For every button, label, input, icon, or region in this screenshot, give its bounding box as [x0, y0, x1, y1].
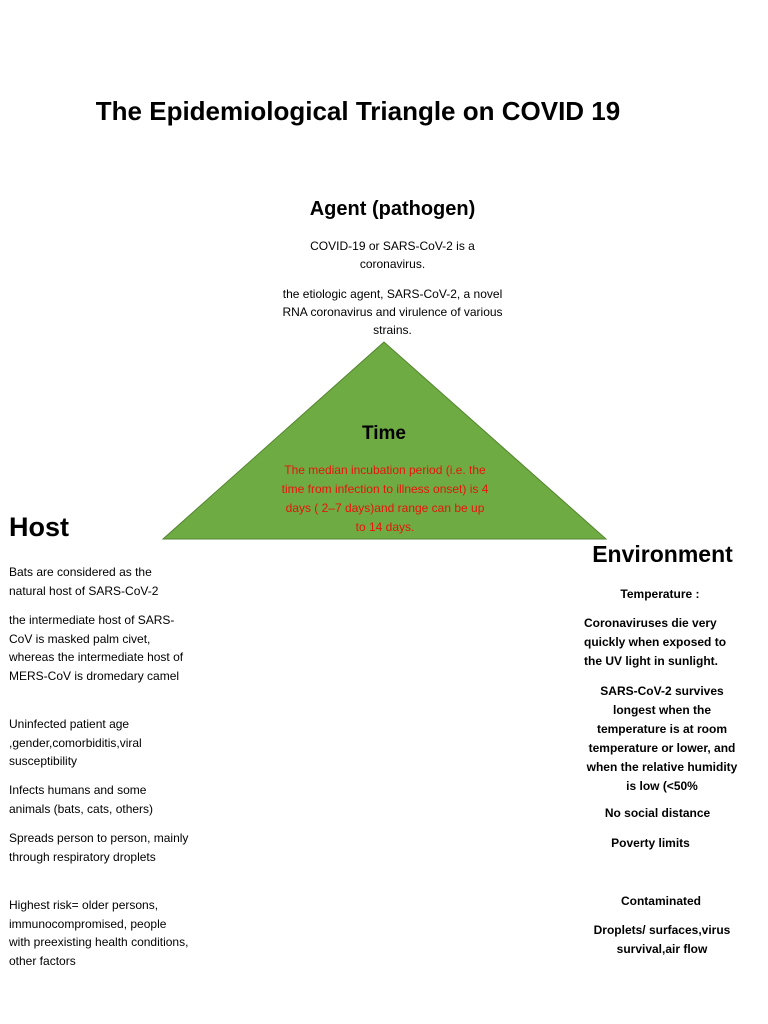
triangle-shape — [161, 341, 608, 540]
host-item: Spreads person to person, mainly through… — [9, 831, 189, 864]
agent-description: COVID-19 or SARS-CoV-2 is a coronavirus. — [310, 239, 475, 271]
host-item: Bats are considered as the natural host … — [9, 565, 159, 598]
time-heading: Time — [361, 423, 406, 444]
host-item: Uninfected patient age ,gender,comorbidi… — [9, 717, 142, 769]
agent-heading: Agent (pathogen) — [309, 198, 476, 220]
host-item: the intermediate host of SARS-CoV is mas… — [9, 613, 184, 684]
time-description: The median incubation period (i.e. the t… — [281, 463, 489, 534]
environment-item: Poverty limits — [611, 836, 690, 850]
host-item: Highest risk= older persons, immunocompr… — [9, 898, 189, 969]
environment-item: Contaminated — [620, 894, 701, 908]
host-heading: Host — [9, 512, 69, 542]
environment-item: SARS-CoV-2 survives longest when the tem… — [586, 684, 738, 793]
agent-etiology: the etiologic agent, SARS-CoV-2, a novel… — [282, 287, 503, 337]
environment-item: Droplets/ surfaces,virus survival,air fl… — [593, 923, 731, 956]
host-item: Infects humans and some animals (bats, c… — [9, 783, 154, 816]
environment-item: No social distance — [604, 806, 711, 820]
environment-heading: Environment — [592, 541, 733, 567]
environment-item: Temperature : — [620, 587, 700, 601]
page-title: The Epidemiological Triangle on COVID 19 — [95, 96, 621, 126]
environment-item: Coronaviruses die very quickly when expo… — [584, 616, 727, 668]
